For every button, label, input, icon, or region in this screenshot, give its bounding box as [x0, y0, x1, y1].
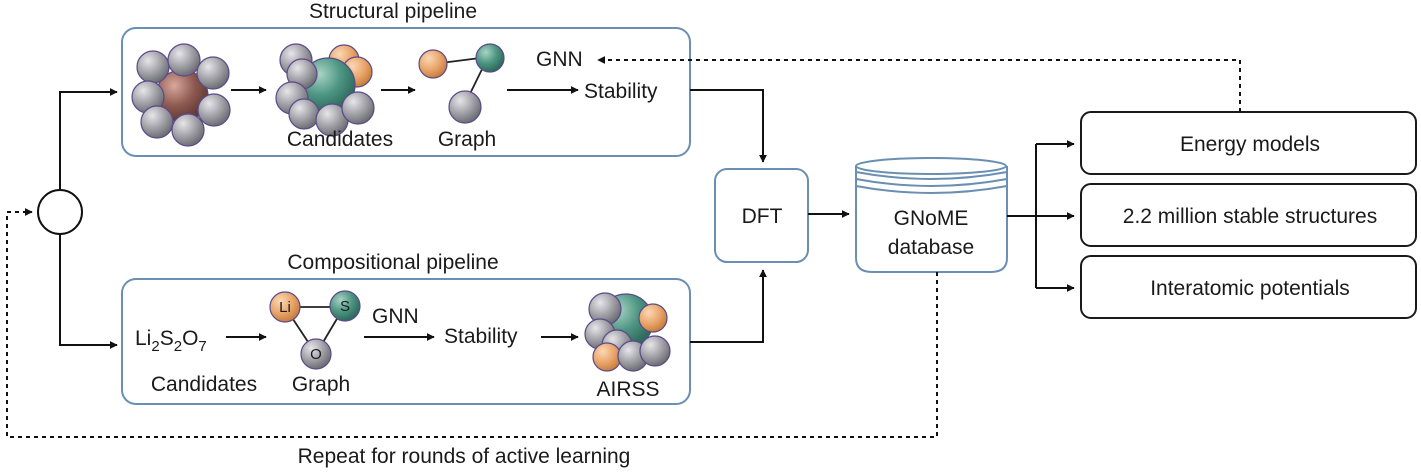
structural-input-cluster [131, 43, 231, 147]
branch-node [37, 189, 83, 235]
compositional-candidates-label: Candidates [151, 373, 257, 396]
arrow-compositional-to-dft [690, 269, 767, 343]
output-stable-structures: 2.2 million stable structures [1123, 205, 1377, 228]
graph-node-o-label: O [310, 346, 322, 363]
dft-label: DFT [742, 205, 783, 228]
structural-pipeline-panel [121, 27, 691, 157]
compositional-graph-label: Graph [292, 373, 350, 396]
arrow-branch-to-compositional [59, 234, 118, 349]
structural-candidate-cluster [275, 43, 375, 137]
structural-candidates-label: Candidates [287, 128, 393, 151]
compositional-pipeline-title: Compositional pipeline [287, 251, 498, 274]
structural-gnn-label: GNN [536, 48, 583, 71]
graph-node-li-label: Li [279, 299, 291, 316]
structural-graph [418, 43, 505, 124]
compositional-formula: Li2S2O7 [135, 327, 207, 355]
gnome-database [855, 157, 1008, 273]
arrow-structural-to-dft [690, 89, 767, 163]
graph-node-s-label: S [340, 298, 350, 315]
output-stable-structures-box [1080, 183, 1417, 247]
airss-cluster [584, 292, 671, 372]
database-label: database [888, 236, 974, 259]
airss-label: AIRSS [596, 378, 659, 401]
structural-stability-label: Stability [584, 80, 658, 103]
structural-graph-label: Graph [438, 128, 496, 151]
arrow-branch-to-structural [59, 88, 118, 190]
compositional-stability-label: Stability [444, 325, 518, 348]
output-energy-models: Energy models [1180, 133, 1320, 156]
compositional-graph: Li S O [269, 290, 361, 370]
output-interatomic-potentials: Interatomic potentials [1150, 277, 1350, 300]
output-energy-models-box [1080, 111, 1417, 175]
compositional-gnn-label: GNN [372, 305, 419, 328]
structural-pipeline-title: Structural pipeline [309, 0, 477, 23]
feedback-active-learning-loop [6, 208, 938, 438]
feedback-energy-to-gnn [597, 56, 1241, 112]
database-name: GNoME [894, 207, 969, 230]
output-interatomic-potentials-box [1080, 255, 1417, 319]
dft-box [714, 168, 809, 263]
active-learning-caption: Repeat for rounds of active learning [298, 445, 631, 468]
